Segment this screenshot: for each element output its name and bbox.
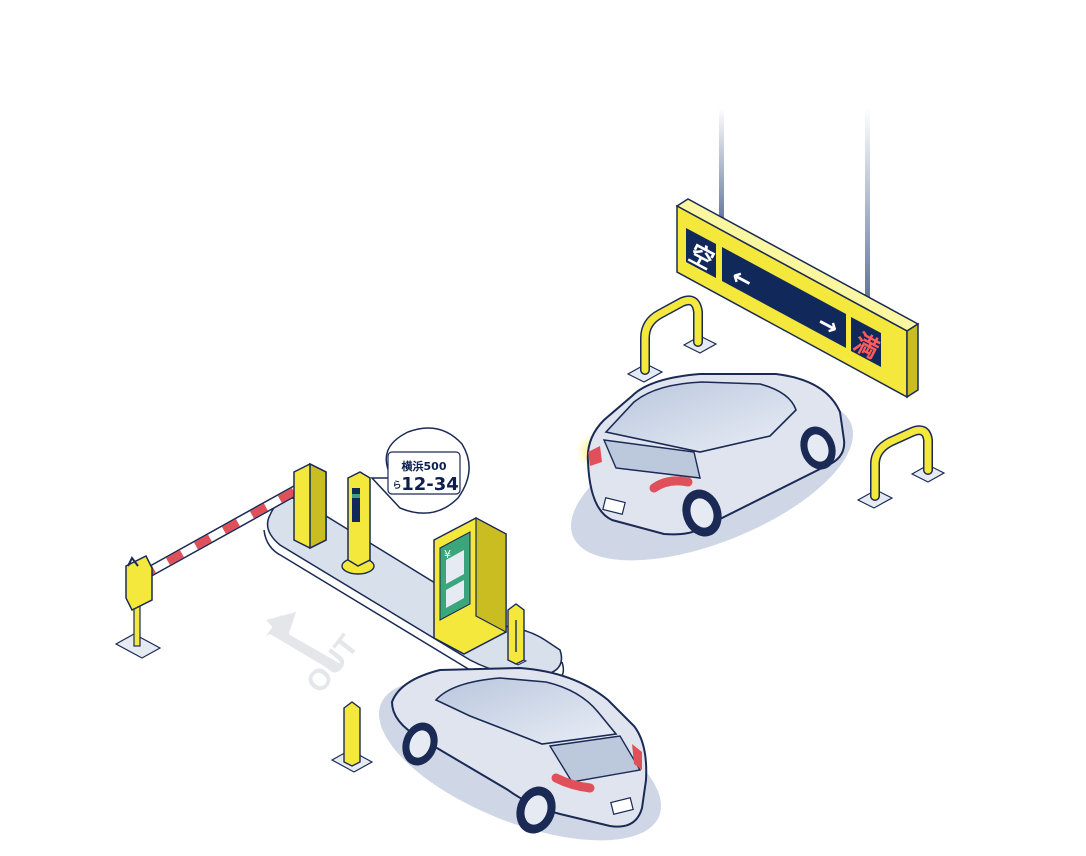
road-marking-out: OUT <box>266 612 365 699</box>
vacant-panel <box>686 228 716 278</box>
arrow-panel <box>722 247 846 348</box>
barrier-support-post <box>114 554 162 659</box>
payment-machine: ¥ <box>433 517 507 655</box>
car-upper <box>570 373 854 561</box>
boom-barrier <box>134 462 327 583</box>
guard-rail-lower <box>856 425 946 509</box>
exit-arrow-marking <box>266 614 344 672</box>
bollard-island-end <box>506 603 528 666</box>
plate-bubble: 横浜500 ら 12-34 <box>370 427 470 514</box>
plate-hiragana: ら <box>392 480 401 491</box>
sign-pole-right <box>865 108 870 308</box>
bollard-road <box>330 701 374 773</box>
guide-sign: 空 ← → 満 <box>675 108 920 399</box>
ticket-pillar <box>341 471 375 575</box>
out-text: OUT <box>300 629 365 699</box>
yen-icon: ¥ <box>444 548 451 561</box>
sign-pole-left <box>719 108 724 228</box>
full-panel <box>851 317 881 367</box>
car-lower <box>378 666 662 841</box>
guard-rail-upper <box>626 295 718 383</box>
plate-region: 横浜500 <box>402 459 447 473</box>
license-plate <box>387 451 461 495</box>
plate-number: 12-34 <box>401 474 459 495</box>
